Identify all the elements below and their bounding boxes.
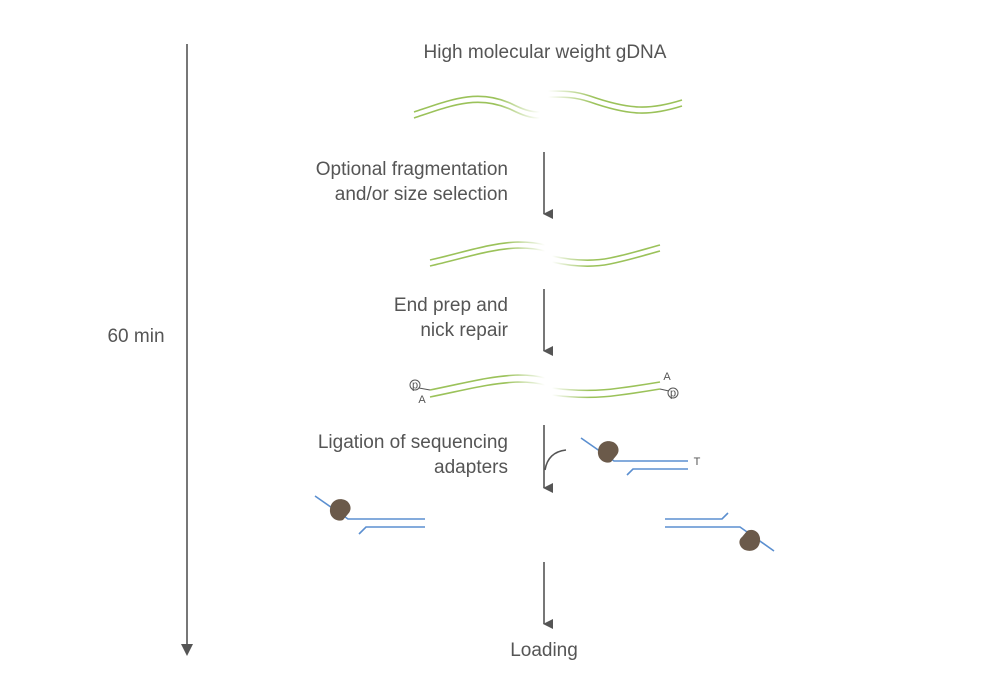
gdna-strand-bottom-left xyxy=(413,101,541,119)
timeline-arrow-head xyxy=(181,644,193,656)
library-adapter-left-bottom xyxy=(358,526,425,535)
phosphate-marker-left: p xyxy=(409,379,431,392)
start-label: High molecular weight gDNA xyxy=(424,42,667,63)
gdna-strand-bottom-right xyxy=(547,96,683,114)
adapter-motor-protein xyxy=(597,441,619,463)
library-motor-protein-right xyxy=(739,529,761,551)
fragmentation-label-line2: and/or size selection xyxy=(335,184,508,205)
a-overhang-left: A xyxy=(418,394,426,406)
fragment-strand-top-right xyxy=(551,244,661,261)
library-motor-protein-left xyxy=(329,499,351,521)
fragment-strand-bottom-right xyxy=(551,250,661,267)
endprep-strand-bottom-right xyxy=(551,388,661,399)
gdna-long-strand xyxy=(413,90,683,119)
end-prepped-dna xyxy=(429,374,661,399)
fragment-strand-top-left xyxy=(429,241,546,261)
phosphate-label-right: p xyxy=(670,388,676,400)
adapter-join-arrow xyxy=(544,449,567,471)
fragmented-dna xyxy=(429,241,661,267)
library-adapter-left-top xyxy=(314,495,425,520)
ligation-label-line2: adapters xyxy=(434,457,508,478)
endprep-strand-bottom-left xyxy=(429,381,546,398)
adapter-top-strand xyxy=(580,437,688,462)
endprep-label-line2: nick repair xyxy=(420,320,508,341)
library-adapter-right-bottom xyxy=(665,526,775,552)
adapter-bottom-strand xyxy=(626,468,688,476)
phosphate-label-left: p xyxy=(412,380,418,392)
gdna-strand-top-right xyxy=(547,90,683,108)
a-overhang-right: A xyxy=(663,371,671,383)
ligation-label-line1: Ligation of sequencing xyxy=(318,432,508,453)
library-adapter-right-top xyxy=(665,512,729,520)
gdna-strand-top-left xyxy=(413,95,541,113)
endprep-strand-top-left xyxy=(429,374,546,391)
fragmentation-label-line1: Optional fragmentation xyxy=(316,159,508,180)
timeline: 60 min xyxy=(107,44,193,656)
sequencing-adapter: T xyxy=(580,437,701,476)
t-overhang-label: T xyxy=(694,456,701,468)
timeline-duration-label: 60 min xyxy=(107,326,164,347)
adapted-library xyxy=(314,495,775,552)
end-label: Loading xyxy=(510,640,578,661)
phosphate-marker-right: p xyxy=(659,387,679,400)
step-arrows xyxy=(543,152,567,629)
endprep-strand-top-right xyxy=(551,381,661,392)
fragment-strand-bottom-left xyxy=(429,247,546,267)
endprep-label-line1: End prep and xyxy=(394,295,508,316)
